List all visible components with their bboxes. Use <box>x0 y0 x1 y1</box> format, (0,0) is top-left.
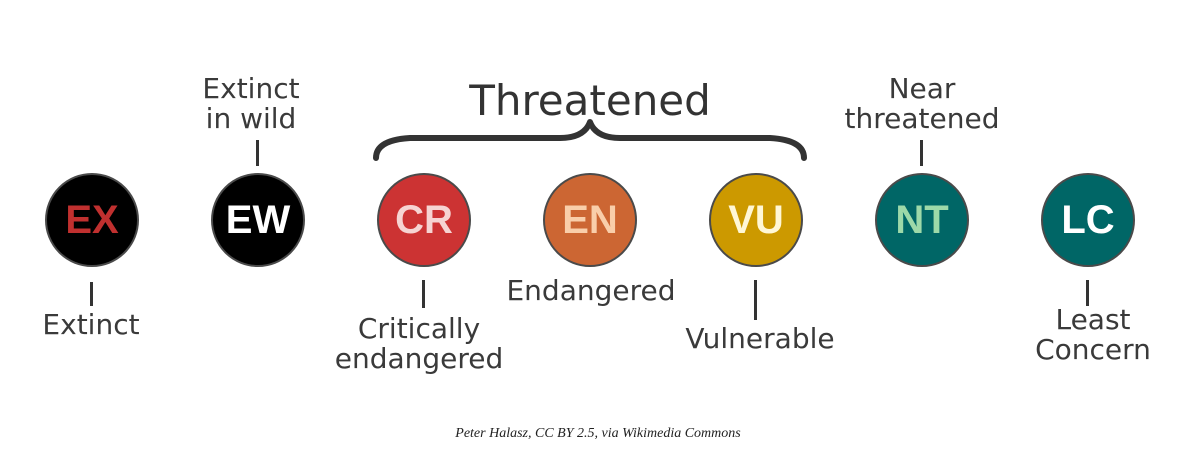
circle-en: EN <box>543 173 637 267</box>
image-credit: Peter Halasz, CC BY 2.5, via Wikimedia C… <box>455 426 741 441</box>
tick-vu <box>754 280 757 320</box>
label-lc-line-2: Concern <box>1035 333 1151 366</box>
label-ex-line-1: Extinct <box>42 308 140 341</box>
label-cr-line-1: Critically <box>357 312 481 345</box>
tick-ew <box>256 140 259 166</box>
label-ex: Extinct <box>42 310 139 340</box>
code-vu: VU <box>728 197 784 242</box>
code-lc: LC <box>1061 197 1115 242</box>
tick-cr <box>422 280 425 308</box>
label-lc: Least Concern <box>1035 305 1151 365</box>
circle-cr: CR <box>377 173 471 267</box>
code-cr: CR <box>395 197 453 242</box>
label-ew-line-1: Extinct <box>202 72 300 105</box>
code-ew: EW <box>225 197 291 242</box>
tick-nt <box>920 140 923 166</box>
circle-lc: LC <box>1041 173 1135 267</box>
label-ew-line-2: in wild <box>205 102 297 135</box>
label-vu: Vulnerable <box>685 324 834 354</box>
tick-lc <box>1086 280 1089 306</box>
code-en: EN <box>562 197 618 242</box>
label-cr: Critically endangered <box>335 314 504 374</box>
label-en: Endangered <box>506 276 675 306</box>
circle-nt: NT <box>875 173 969 267</box>
code-ex: EX <box>65 197 119 242</box>
circle-vu: VU <box>709 173 803 267</box>
label-vu-line-1: Vulnerable <box>685 322 835 355</box>
label-nt-line-2: threatened <box>844 102 1000 135</box>
label-nt: Near threatened <box>845 74 1000 134</box>
label-nt-line-1: Near <box>888 72 956 105</box>
circle-ex: EX <box>45 173 139 267</box>
threatened-brace <box>373 119 807 161</box>
threatened-group-title: Threatened <box>469 76 711 125</box>
code-nt: NT <box>895 197 949 242</box>
label-ew: Extinct in wild <box>202 74 299 134</box>
label-lc-line-1: Least <box>1055 303 1131 336</box>
label-cr-line-2: endangered <box>334 342 504 375</box>
tick-ex <box>90 282 93 306</box>
circle-ew: EW <box>211 173 305 267</box>
label-en-line-1: Endangered <box>506 274 676 307</box>
